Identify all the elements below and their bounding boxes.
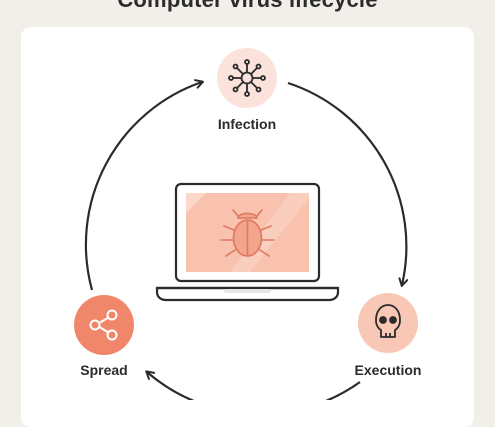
lifecycle-diagram bbox=[74, 48, 418, 400]
arrow-execution-to-spread bbox=[145, 370, 361, 400]
bug-icon bbox=[220, 209, 275, 257]
stage-label-spread: Spread bbox=[80, 362, 128, 378]
arrow-spread-to-infection bbox=[84, 79, 204, 291]
stage-label-execution: Execution bbox=[354, 362, 422, 378]
execution-node bbox=[358, 293, 418, 353]
share-icon bbox=[89, 309, 118, 341]
page-title: Computer virus lifecycle bbox=[0, 0, 495, 13]
spread-node bbox=[74, 295, 134, 355]
virus-icon bbox=[228, 59, 266, 97]
skull-icon bbox=[375, 304, 401, 338]
infection-node bbox=[217, 48, 277, 108]
arrow-infection-to-execution bbox=[287, 81, 409, 287]
stage-label-infection: Infection bbox=[217, 116, 277, 132]
